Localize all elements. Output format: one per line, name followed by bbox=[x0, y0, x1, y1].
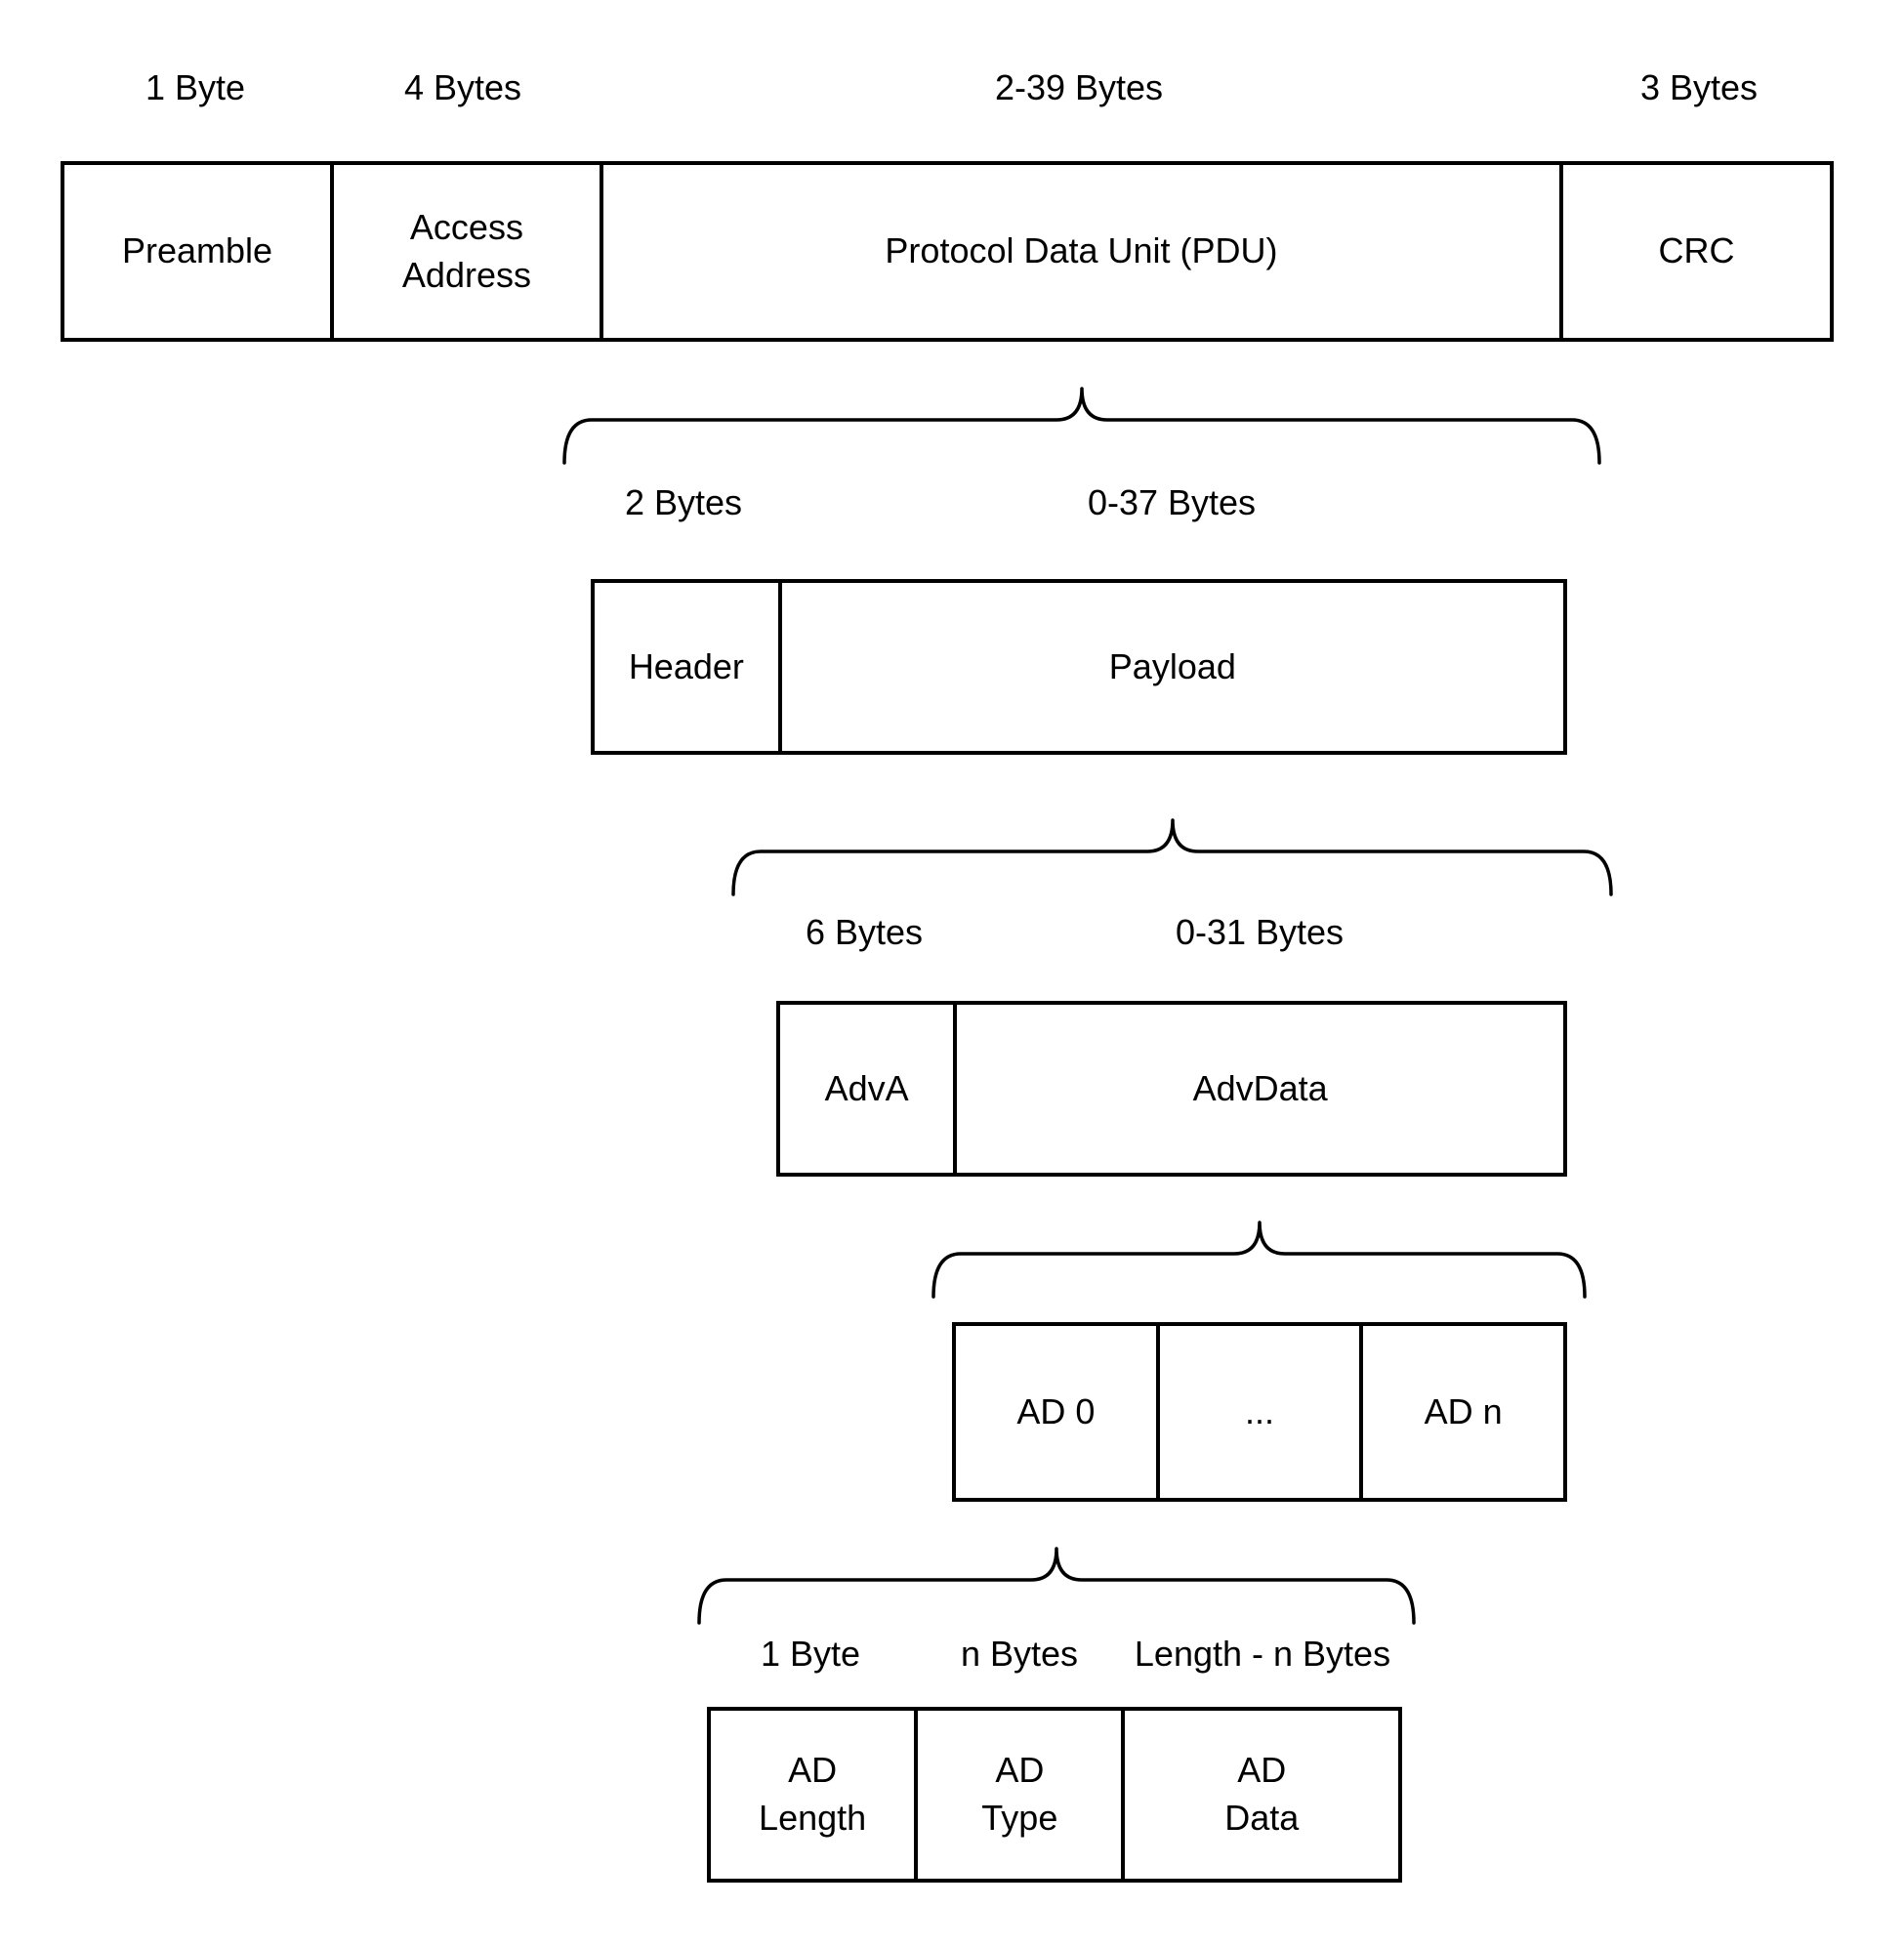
box-ad-data: AD Data bbox=[1121, 1711, 1398, 1879]
size-label-crc: 3 Bytes bbox=[1639, 67, 1759, 107]
row-ad-structure: AD Length AD Type AD Data bbox=[707, 1707, 1402, 1883]
size-label-ad-length: 1 Byte bbox=[760, 1634, 861, 1674]
row-advdata: AD 0 ... AD n bbox=[952, 1322, 1567, 1502]
size-label-preamble: 1 Byte bbox=[145, 67, 246, 107]
size-label-access-address: 4 Bytes bbox=[403, 67, 522, 107]
box-adva: AdvA bbox=[824, 1067, 909, 1108]
row-pdu: Header Payload bbox=[591, 579, 1567, 755]
row-packet: Preamble Access Address Protocol Data Un… bbox=[61, 161, 1834, 342]
size-label-adva: 6 Bytes bbox=[805, 912, 924, 952]
brace-ad0 bbox=[697, 1547, 1416, 1625]
box-pdu: Protocol Data Unit (PDU) bbox=[599, 165, 1559, 338]
size-label-ad-data: Length - n Bytes bbox=[1134, 1634, 1391, 1674]
size-label-payload: 0-37 Bytes bbox=[1087, 482, 1257, 522]
box-header: Header bbox=[628, 645, 744, 686]
box-ad-n: AD n bbox=[1359, 1326, 1563, 1498]
size-label-advdata: 0-31 Bytes bbox=[1175, 912, 1345, 952]
box-advdata: AdvData bbox=[953, 1005, 1563, 1173]
box-ad-ellipsis: ... bbox=[1155, 1326, 1360, 1498]
size-label-ad-type: n Bytes bbox=[960, 1634, 1079, 1674]
box-preamble: Preamble bbox=[121, 230, 273, 271]
box-ad-0: AD 0 bbox=[1016, 1390, 1096, 1431]
box-ad-length: AD Length bbox=[759, 1750, 867, 1838]
row-payload: AdvA AdvData bbox=[776, 1001, 1567, 1177]
box-crc: CRC bbox=[1559, 165, 1830, 338]
box-payload: Payload bbox=[777, 583, 1563, 751]
size-label-header: 2 Bytes bbox=[624, 482, 743, 522]
brace-advdata bbox=[931, 1221, 1587, 1299]
box-ad-type: AD Type bbox=[914, 1711, 1121, 1879]
brace-payload bbox=[731, 818, 1613, 896]
box-access-address: Access Address bbox=[329, 165, 600, 338]
size-label-pdu: 2-39 Bytes bbox=[994, 67, 1164, 107]
brace-pdu bbox=[562, 387, 1601, 465]
